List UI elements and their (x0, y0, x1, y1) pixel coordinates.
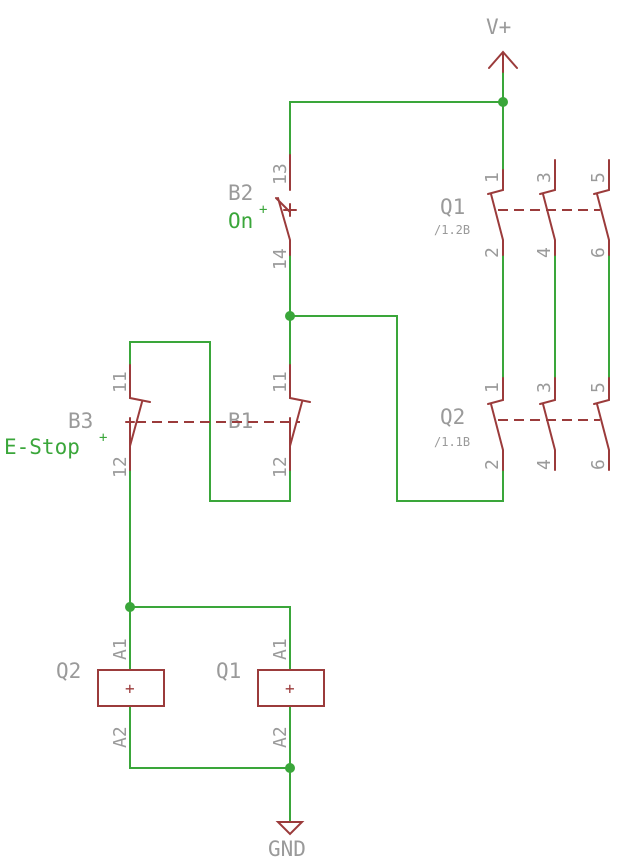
q2-coil-marker: + (125, 679, 135, 698)
q2-coil-pin-a1: A1 (110, 638, 131, 660)
q2-pin-1: 1 (482, 382, 503, 393)
q2-contact-5-6-icon (593, 377, 610, 471)
q1-pin-6: 6 (588, 247, 609, 258)
b2-contact-icon (275, 154, 291, 256)
q2-contacts: 1 2 3 4 5 6 Q2 /1.1B (434, 377, 610, 471)
gnd-label: GND (268, 837, 306, 861)
q2-contact-1-2-icon (487, 377, 504, 471)
q1-coil-body-icon (257, 669, 325, 707)
b3-pin-bottom: 12 (110, 456, 131, 478)
b2-value: On (228, 209, 253, 233)
q1-pin-4: 4 (534, 247, 555, 258)
q1-pin-1: 1 (482, 172, 503, 183)
q1-contact-1-2-icon (487, 169, 504, 256)
q2-contact-3-4-icon (539, 377, 556, 471)
q2-pin-2: 2 (482, 459, 503, 470)
junction-coil-bottom (285, 763, 295, 773)
q2-coil-pin-a2: A2 (110, 726, 131, 748)
b3-name: B3 (68, 409, 93, 433)
q1-contacts: 1 2 3 4 5 6 Q1 /1.2B (434, 159, 610, 258)
junction-top-rail (498, 97, 508, 107)
gnd-symbol: GND (268, 821, 306, 861)
b1-pin-top: 11 (270, 371, 291, 393)
b2-marker: + (259, 202, 267, 218)
q1-pin-5: 5 (588, 172, 609, 183)
b2-switch: 13 14 B2 On + (228, 154, 297, 270)
vplus-symbol: V+ (486, 15, 518, 73)
ground-icon (275, 821, 305, 836)
b2-actuator-icon (283, 203, 297, 217)
b3-contact-icon (129, 364, 151, 471)
q1-coil-name: Q1 (216, 659, 241, 683)
b1-pin-bottom: 12 (270, 456, 291, 478)
q2-pin-6: 6 (588, 459, 609, 470)
q2-pin-5: 5 (588, 382, 609, 393)
q1-contacts-ref: /1.2B (434, 223, 470, 237)
q2-pin-3: 3 (534, 382, 555, 393)
junction-coil-top (125, 602, 135, 612)
b3-pin-top: 11 (110, 371, 131, 393)
q1-contact-3-4-icon (539, 159, 556, 256)
q1-contact-5-6-icon (593, 159, 610, 256)
wires (129, 71, 610, 823)
q2-pin-4: 4 (534, 459, 555, 470)
vplus-label: V+ (486, 15, 511, 39)
q2-coil: + A1 A2 Q2 (56, 638, 165, 748)
q1-coil-pin-a2: A2 (270, 726, 291, 748)
q1-contacts-name: Q1 (440, 195, 465, 219)
q2-coil-body-icon (97, 669, 165, 707)
q1-coil: + A1 A2 Q1 (216, 638, 325, 748)
b3-marker: + (99, 430, 107, 446)
q1-coil-marker: + (285, 679, 295, 698)
q2-coil-name: Q2 (56, 659, 81, 683)
junctions (125, 97, 508, 773)
q1-pin-2: 2 (482, 247, 503, 258)
b2-pin-bottom: 14 (270, 248, 291, 270)
b2-name: B2 (228, 181, 253, 205)
b1-contact-icon (289, 364, 311, 471)
q1-coil-pin-a1: A1 (270, 638, 291, 660)
b2-pin-top: 13 (270, 163, 291, 185)
junction-b2-out (285, 311, 295, 321)
q2-contacts-ref: /1.1B (434, 435, 470, 449)
vplus-arrow-icon (488, 50, 518, 73)
b3-switch: 11 12 B3 E-Stop + (4, 364, 151, 478)
q2-contacts-name: Q2 (440, 405, 465, 429)
b3-value: E-Stop (4, 435, 80, 459)
q1-pin-3: 3 (534, 172, 555, 183)
